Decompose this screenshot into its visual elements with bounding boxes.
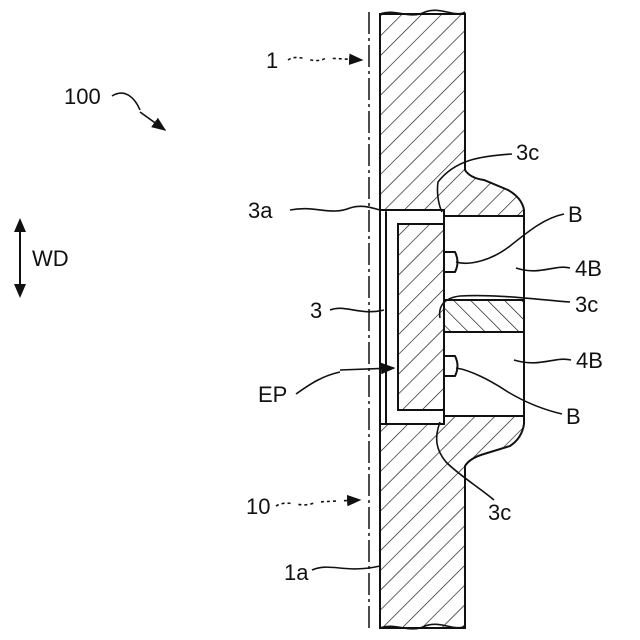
label-member: 1 (266, 48, 278, 73)
label-reference: 10 (246, 494, 270, 519)
bolt-lower (444, 356, 458, 376)
label-bolt-upper: B (568, 202, 583, 227)
label-member-face: 1a (284, 560, 309, 585)
inserted-plate (398, 224, 444, 410)
member-upper-section (380, 14, 524, 216)
label-bolt-lower: B (566, 404, 581, 429)
label-block-lower: 4B (576, 348, 603, 373)
bolt-upper (444, 252, 458, 272)
label-contact-top: 3c (516, 140, 539, 165)
label-contact-middle: 3c (575, 292, 598, 317)
middle-block (444, 300, 524, 332)
label-direction: WD (32, 246, 69, 271)
label-plane: EP (258, 382, 287, 407)
label-recess-edge: 3a (248, 198, 273, 223)
label-recess: 3 (310, 298, 322, 323)
label-contact-bottom: 3c (488, 500, 511, 525)
block-4b-upper (444, 216, 524, 300)
label-block-upper: 4B (575, 256, 602, 281)
label-assembly: 100 (64, 84, 101, 109)
